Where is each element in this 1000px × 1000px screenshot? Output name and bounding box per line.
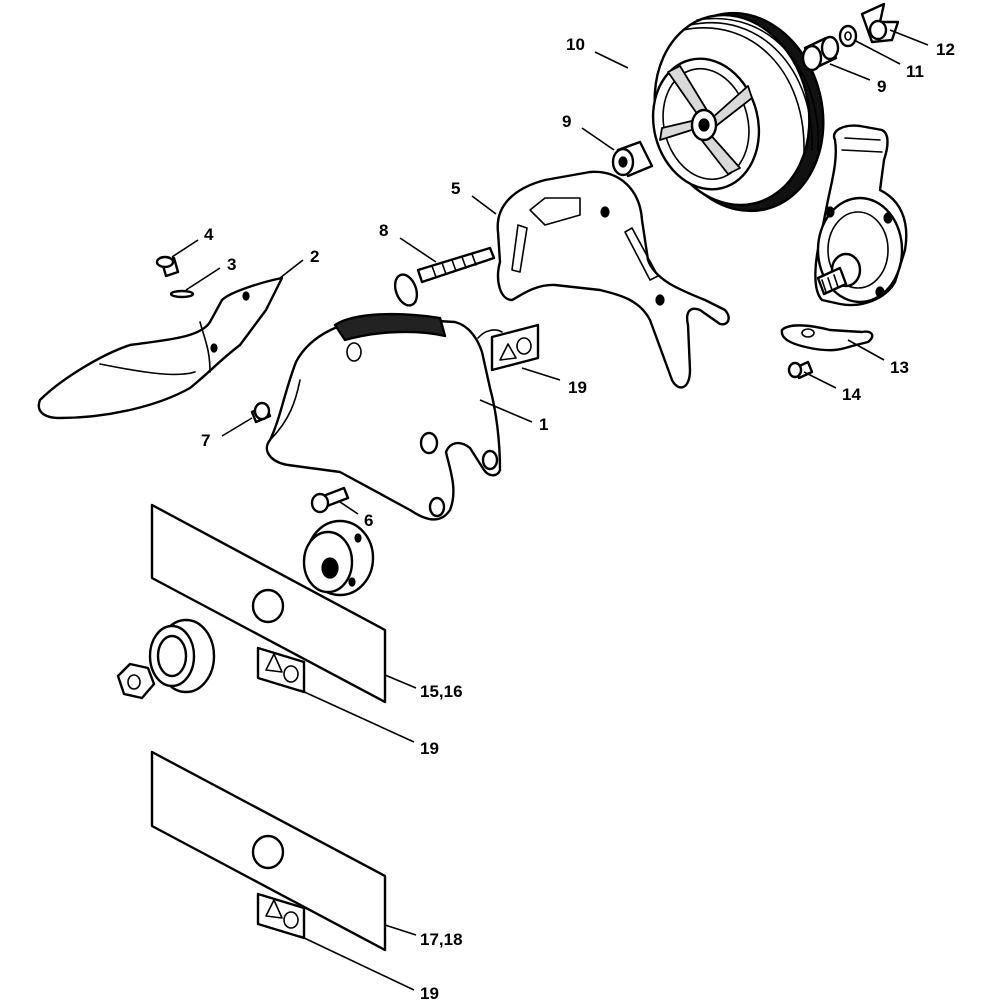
screw-14 [787,360,814,380]
callout-15-16: 15,16 [420,682,463,701]
blade-upper [150,503,387,704]
carriage-bolt [393,246,496,307]
callout-14: 14 [842,385,861,404]
callout-12: 12 [936,40,955,59]
screw-6 [310,486,350,514]
warning-label-blade-upper [256,646,306,694]
callout-19-guard: 19 [568,378,587,397]
callout-1: 1 [539,415,548,434]
bushing-lower [611,140,654,178]
gear-head [814,124,908,307]
guard [265,312,502,521]
callout-9-upper: 9 [877,77,886,96]
nut [116,662,156,700]
callout-4: 4 [204,225,214,244]
callout-3: 3 [227,255,236,274]
callout-17-18: 17,18 [420,930,463,949]
lock-washer [169,289,195,299]
callout-2: 2 [310,247,319,266]
washer [838,24,858,48]
deflector [37,276,284,420]
thrust-washer [302,519,375,597]
callout-5: 5 [451,179,460,198]
thrust-plate [148,618,216,694]
warning-label-guard [477,323,540,372]
callout-8: 8 [379,221,388,240]
callout-13: 13 [890,358,909,377]
wing-nut [860,2,900,44]
callout-labels: 1 2 3 4 5 6 7 8 9 9 10 11 12 13 14 15,16… [201,35,955,1000]
wheel-bracket [496,170,730,389]
callout-19-lower-blade: 19 [420,984,439,1000]
callout-10: 10 [566,35,585,54]
clamp [780,324,874,352]
callout-11: 11 [906,62,924,81]
screw-7 [250,401,272,424]
callout-9-lower: 9 [562,112,571,131]
bushing-upper [801,35,840,72]
screw-4 [155,255,180,278]
blade-lower [150,750,387,952]
callout-6: 6 [364,511,373,530]
wheel [651,11,825,213]
callout-19-upper-blade: 19 [420,739,439,758]
callout-7: 7 [201,431,210,450]
leader-lines [171,29,929,991]
